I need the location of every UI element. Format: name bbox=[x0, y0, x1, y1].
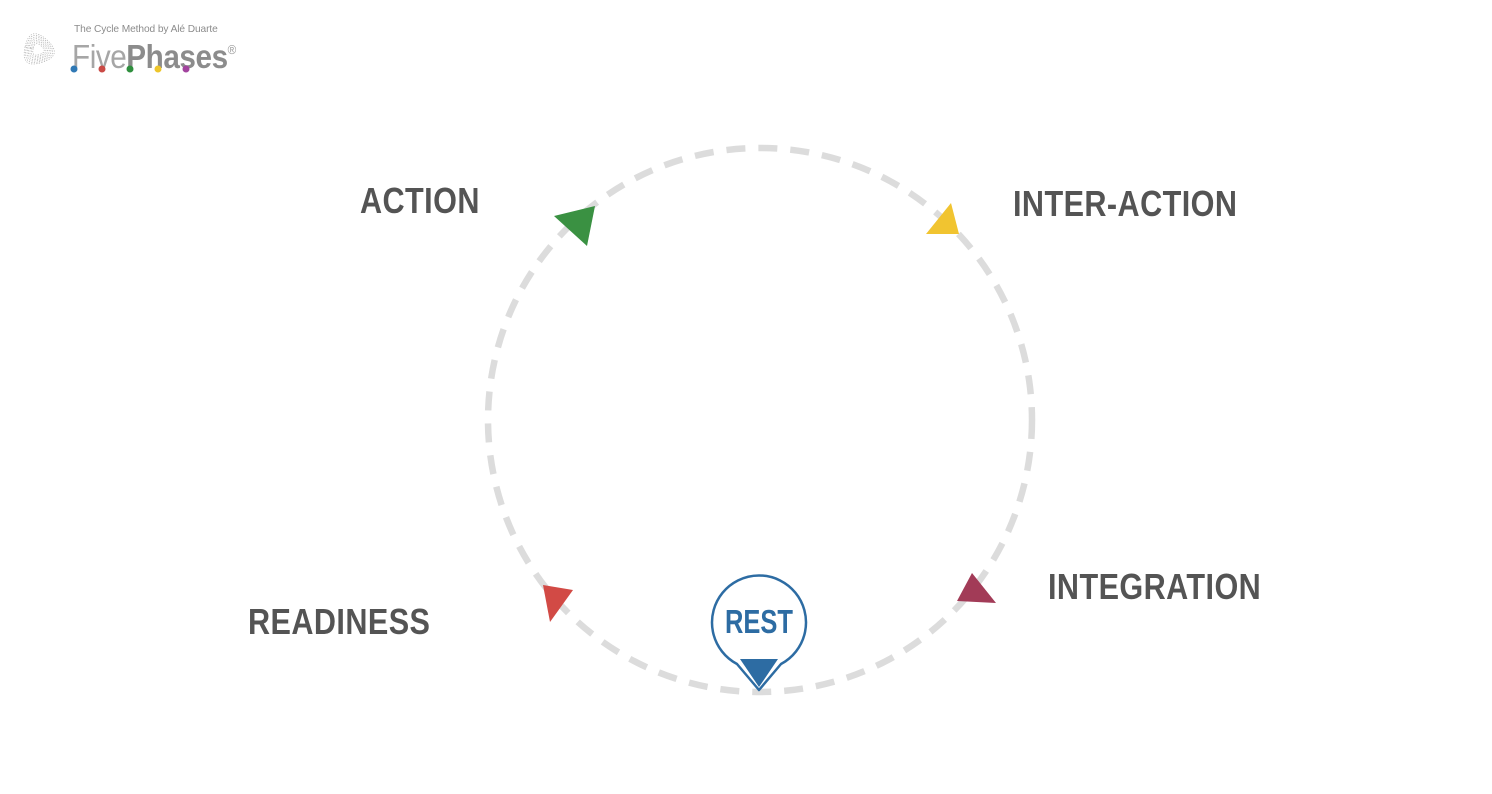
readiness-arrow-icon bbox=[543, 585, 573, 622]
logo-dot-red-icon bbox=[98, 65, 106, 73]
logo-dot-green-icon bbox=[126, 65, 134, 73]
logo-tagline: The Cycle Method by Alé Duarte bbox=[74, 23, 218, 35]
logo-brand: FivePhases® bbox=[72, 33, 236, 73]
action-arrow-icon bbox=[554, 206, 595, 246]
readiness-label: READINESS bbox=[248, 601, 431, 642]
logo-phase-dots bbox=[70, 65, 190, 73]
logo-dot-purple-icon bbox=[182, 65, 190, 73]
rest-pin bbox=[710, 574, 808, 692]
logo-dot-yellow-icon bbox=[154, 65, 162, 73]
rest-arrow-icon bbox=[740, 659, 778, 687]
inter-action-label: INTER-ACTION bbox=[1013, 183, 1238, 224]
cycle-circle bbox=[484, 144, 1036, 696]
integration-arrow-icon bbox=[957, 573, 996, 603]
action-label: ACTION bbox=[360, 180, 480, 221]
inter-action-arrow-icon bbox=[926, 203, 959, 234]
integration-label: INTEGRATION bbox=[1048, 566, 1262, 607]
logo-dot-blue-icon bbox=[70, 65, 78, 73]
rest-label: REST bbox=[725, 603, 793, 640]
registered-trademark-icon: ® bbox=[227, 42, 237, 57]
fivephases-logo-icon bbox=[23, 33, 55, 65]
brand-word-phases: Phases bbox=[126, 38, 228, 75]
fivephases-logo: The Cycle Method by Alé Duarte FivePhase… bbox=[0, 0, 260, 95]
